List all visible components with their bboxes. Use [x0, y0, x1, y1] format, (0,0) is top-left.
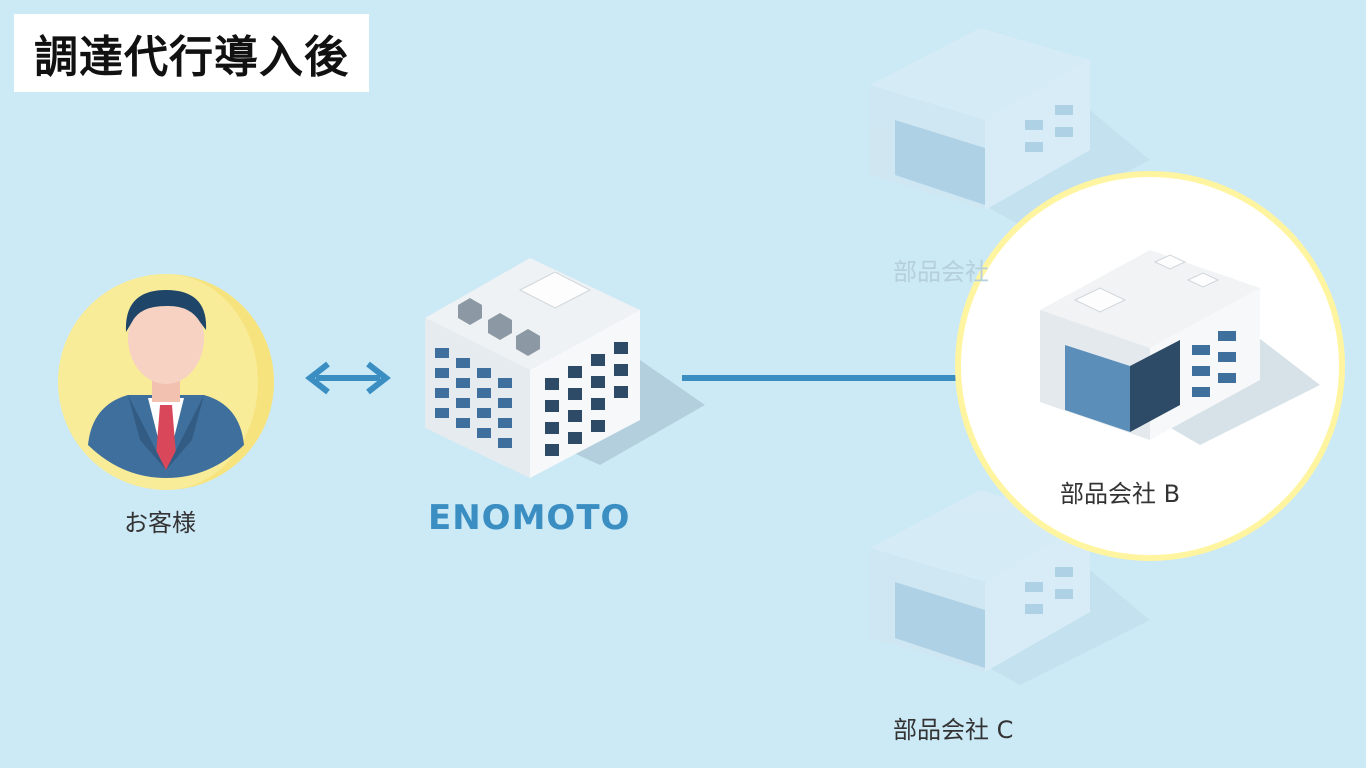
enomoto-building-icon: [425, 258, 705, 478]
supplier-a-building-icon: [870, 28, 1150, 225]
supplier-b-building-icon: [1040, 250, 1320, 445]
customer-label: お客様: [124, 509, 196, 537]
supplier-c-label: 部品会社 C: [893, 716, 1014, 744]
customer-avatar-icon: [58, 274, 274, 490]
supplier-b-label: 部品会社 B: [1060, 480, 1181, 508]
supplier-a-label: 部品会社: [893, 258, 989, 286]
two-way-arrow-icon: [305, 361, 391, 395]
supply-arrow-icon: [682, 359, 1000, 397]
title-box: 調達代行導入後: [14, 14, 369, 92]
enomoto-logo: ENOMOTO: [428, 498, 631, 538]
page-title: 調達代行導入後: [34, 32, 349, 83]
